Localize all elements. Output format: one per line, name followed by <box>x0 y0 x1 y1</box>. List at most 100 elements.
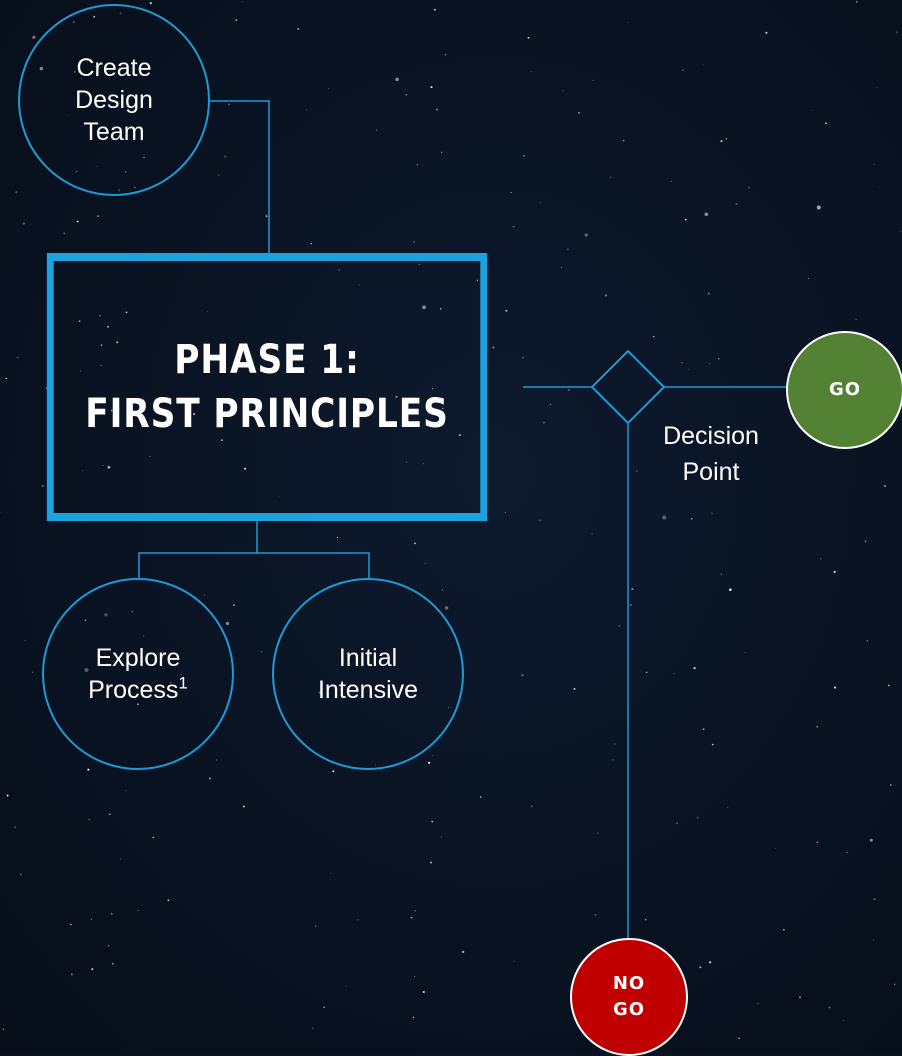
star <box>567 388 570 391</box>
star <box>899 230 902 233</box>
star <box>699 966 702 969</box>
star <box>235 19 238 21</box>
star <box>505 512 506 514</box>
star <box>521 674 524 677</box>
star <box>225 621 230 626</box>
star <box>111 913 113 915</box>
star <box>193 413 196 415</box>
star <box>208 777 212 780</box>
star <box>109 813 111 815</box>
star <box>631 588 634 591</box>
star <box>673 673 675 675</box>
star <box>416 164 419 166</box>
star <box>228 103 231 106</box>
star <box>690 517 693 520</box>
star <box>513 960 515 962</box>
star <box>549 403 551 405</box>
star <box>729 588 732 591</box>
star <box>461 950 465 954</box>
star <box>102 464 104 466</box>
star <box>278 496 280 498</box>
star <box>433 8 436 11</box>
star <box>884 485 886 487</box>
star <box>873 898 876 901</box>
star <box>530 71 532 73</box>
star <box>492 346 495 349</box>
star <box>100 365 102 367</box>
star <box>702 64 704 66</box>
star <box>345 985 348 987</box>
star <box>439 308 442 310</box>
star <box>76 220 79 223</box>
star <box>41 484 44 487</box>
star <box>842 1019 845 1022</box>
star <box>428 761 431 764</box>
connector-phase-to-initial <box>257 552 370 578</box>
decision-line2: Point <box>682 458 740 487</box>
star <box>523 155 525 157</box>
star <box>422 305 427 310</box>
star <box>406 461 408 463</box>
star <box>856 1 858 3</box>
star <box>167 899 170 901</box>
star <box>578 112 580 114</box>
star <box>604 294 608 297</box>
star <box>63 232 65 235</box>
star <box>866 640 869 642</box>
go-node: GO <box>786 331 902 449</box>
star <box>218 174 220 176</box>
no-go-node: NO GO <box>570 938 688 1056</box>
star <box>636 470 638 472</box>
star <box>662 515 667 520</box>
star <box>614 743 616 745</box>
star <box>125 311 128 314</box>
initial-line2: Intensive <box>317 676 419 704</box>
star <box>14 826 16 828</box>
star <box>418 263 420 265</box>
star <box>594 913 597 916</box>
star <box>149 456 151 458</box>
star <box>2 1028 4 1030</box>
star <box>90 918 92 920</box>
explore-line2-wrap: Process1 <box>88 674 188 706</box>
star <box>696 817 699 819</box>
star <box>676 822 678 824</box>
star <box>893 983 896 986</box>
star <box>720 573 722 575</box>
star <box>441 589 443 591</box>
star <box>306 109 308 111</box>
star <box>422 463 424 465</box>
star <box>479 796 482 798</box>
star <box>720 140 723 143</box>
star <box>622 139 625 142</box>
star <box>612 759 614 761</box>
phase-title-line1: PHASE 1: <box>174 337 360 383</box>
star <box>242 805 245 808</box>
star <box>775 848 776 850</box>
star <box>765 31 768 34</box>
star <box>32 671 34 673</box>
star <box>431 388 434 390</box>
star <box>444 54 447 56</box>
star <box>430 86 433 89</box>
star <box>120 858 121 860</box>
star <box>744 652 746 654</box>
star <box>22 222 25 225</box>
star <box>458 434 461 437</box>
star <box>297 27 300 30</box>
create-team-line1: Create <box>76 54 152 82</box>
star <box>560 267 562 269</box>
star <box>323 1006 326 1009</box>
star <box>726 806 729 809</box>
no-go-line1: NO <box>612 972 646 994</box>
star <box>895 31 898 33</box>
star <box>413 241 415 243</box>
star <box>242 1 244 3</box>
star <box>78 320 81 322</box>
star <box>816 205 821 210</box>
star <box>512 225 515 228</box>
go-label: GO <box>828 378 862 400</box>
star <box>429 861 433 864</box>
star <box>414 976 416 977</box>
